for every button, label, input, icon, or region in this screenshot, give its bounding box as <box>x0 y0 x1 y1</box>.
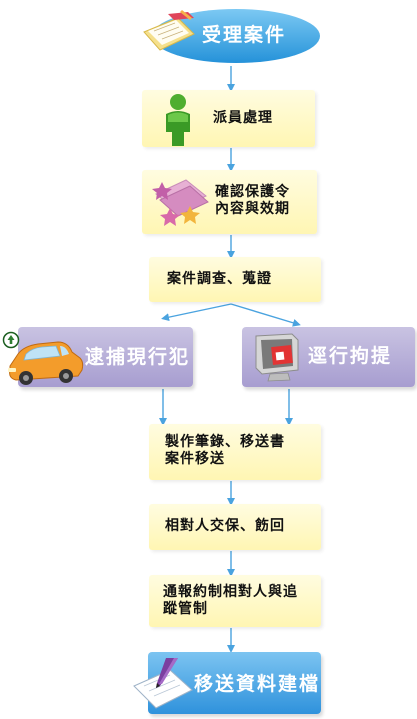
step-notify-track: 通報約制相對人與追 蹤管制 <box>149 575 321 627</box>
step-record-transfer-label: 製作筆錄、移送書 案件移送 <box>165 434 285 467</box>
monitor-icon <box>255 333 299 382</box>
arrow-step3-branch-left <box>161 303 232 322</box>
step-investigate: 案件調查、蒐證 <box>149 257 321 302</box>
start-ellipse <box>152 9 320 63</box>
step-bail-release: 相對人交保、飭回 <box>149 504 321 550</box>
paper-pen-icon <box>133 658 193 709</box>
step-bail-release-label: 相對人交保、飭回 <box>165 518 285 534</box>
stars-cards-icon <box>152 179 209 226</box>
car-icon <box>2 331 84 385</box>
step-record-transfer: 製作筆錄、移送書 案件移送 <box>149 424 321 480</box>
end-label: 移送資料建檔 <box>194 673 321 695</box>
start-label: 受理案件 <box>202 24 287 46</box>
branch-direct-arrest-label: 逕行拘提 <box>308 345 393 367</box>
step-verify-order-label: 確認保護令 內容與效期 <box>215 184 290 217</box>
document-pencil-icon <box>143 10 195 51</box>
person-icon <box>166 94 190 146</box>
start-node: 受理案件 <box>150 7 322 65</box>
arrow-step3-branch-right <box>230 303 301 327</box>
step-investigate-label: 案件調查、蒐證 <box>167 271 272 287</box>
branch-arrest-in-act-label: 逮捕現行犯 <box>85 346 191 368</box>
step-notify-track-label: 通報約制相對人與追 蹤管制 <box>163 584 298 617</box>
end-node: 移送資料建檔 <box>148 652 321 714</box>
step-dispatch: 派員處理 <box>142 90 315 147</box>
step-dispatch-label: 派員處理 <box>213 110 273 126</box>
